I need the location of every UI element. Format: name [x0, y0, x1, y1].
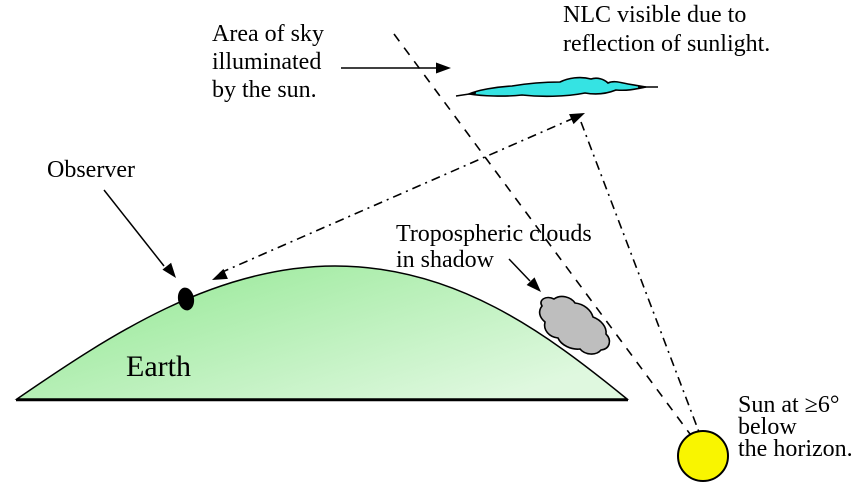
line-of-sight-nlc-arrowhead [569, 113, 585, 125]
nlc-label: NLC visible due to reflection of sunligh… [563, 2, 771, 57]
line-of-sight-observer-arrowhead [212, 268, 228, 280]
observer-label: Observer [47, 157, 135, 183]
nlc-cloud-left-tail [455, 92, 477, 97]
sun-to-nlc-ray [580, 121, 700, 433]
observer-dot [177, 287, 195, 311]
area-of-sky-arrowhead [436, 62, 451, 74]
tropospheric-label: Tropospheric clouds in shadow [396, 221, 592, 273]
sunlight-ray-dashed [393, 33, 691, 435]
sun-label: Sun at ≥6° below the horizon. [738, 392, 853, 462]
observer-arrowhead [162, 262, 176, 278]
sun-circle [677, 430, 729, 482]
area-of-sky-label: Area of sky illuminated by the sun. [212, 21, 324, 103]
tropospheric-arrowhead [526, 277, 541, 292]
observer-arrow [103, 189, 165, 267]
line-of-sight [219, 117, 575, 274]
nlc-cloud-shape [466, 76, 647, 98]
earth-label: Earth [126, 350, 191, 383]
earth-dome [14, 265, 630, 400]
tropospheric-arrow [508, 258, 531, 282]
tropospheric-cloud-shape [538, 295, 611, 355]
